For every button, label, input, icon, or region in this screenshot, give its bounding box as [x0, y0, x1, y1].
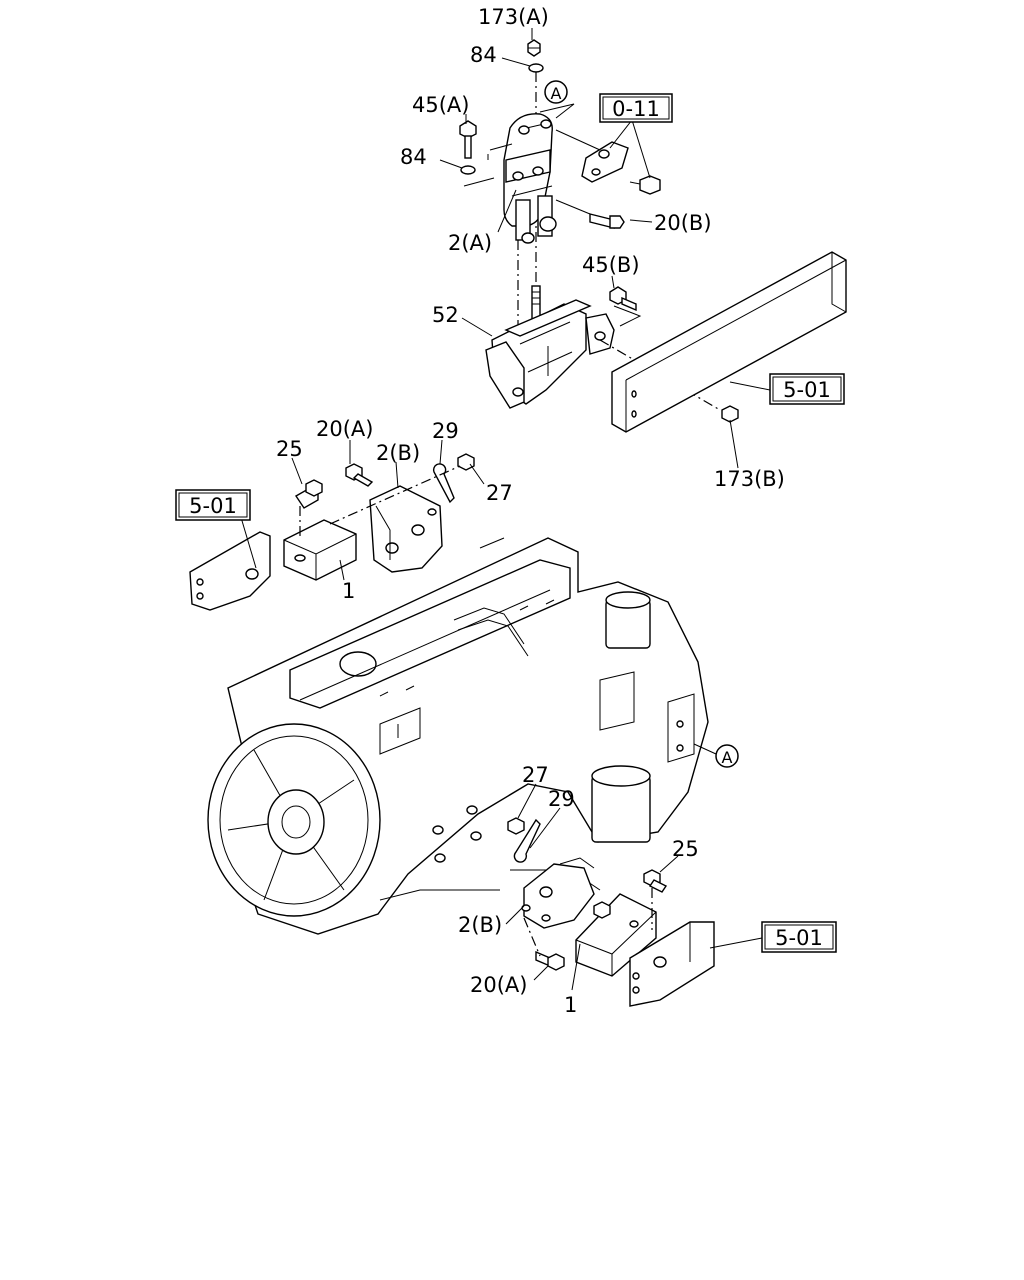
callout-2b-right: 2(B)	[458, 913, 502, 937]
washer-84-left-part	[460, 165, 476, 175]
washer-84-top-part	[528, 63, 544, 73]
callout-20a-right: 20(A)	[470, 973, 527, 997]
callout-labels: 173(A) 84 45(A) 84 2(A) 20(B) 45(B) 52 1…	[276, 5, 785, 1017]
marker-a-top-label: A	[551, 84, 562, 103]
frame-rail-part	[611, 251, 847, 433]
rear-mount-assembly	[459, 39, 847, 433]
callout-29-right: 29	[548, 787, 575, 811]
callout-20b: 20(B)	[654, 211, 712, 235]
callout-27-left: 27	[486, 481, 513, 505]
ref-box-5-01-frame: 5-01	[769, 373, 845, 405]
circle-marker-a-engine: A	[715, 744, 739, 768]
left-front-mount-assembly	[189, 453, 475, 611]
bolt-20a-right-part	[535, 950, 565, 971]
ref-box-5-01-left: 5-01	[175, 489, 251, 521]
bolt-20a-left-part	[345, 463, 374, 487]
callout-1-left: 1	[342, 579, 355, 603]
marker-a-engine-label: A	[722, 748, 733, 767]
nut-27-right-part	[507, 817, 525, 835]
leader-lines	[239, 28, 771, 991]
callout-84-left: 84	[400, 145, 427, 169]
callout-2b-left: 2(B)	[376, 441, 420, 465]
ref-box-0-11: 0-11	[599, 93, 673, 123]
nut-173a-part	[527, 39, 541, 57]
callout-52: 52	[432, 303, 459, 327]
bolt-25-left-part	[295, 479, 323, 509]
ref-5-01-frame-label: 5-01	[783, 378, 831, 402]
mount-52-part	[485, 299, 615, 409]
engine-part	[207, 537, 709, 935]
bolt-25-right-part	[643, 869, 668, 893]
callout-173b: 173(B)	[714, 467, 785, 491]
bolt-45a-part	[459, 120, 477, 159]
ref-5-01-right-label: 5-01	[775, 926, 823, 950]
callout-25-left: 25	[276, 437, 303, 461]
nut-173b-part	[721, 405, 739, 423]
washer-29-right-part	[513, 818, 541, 863]
circle-marker-a-top: A	[544, 80, 568, 104]
callout-25-right: 25	[672, 837, 699, 861]
bracket-2a-part	[503, 113, 557, 244]
callout-45b: 45(B)	[582, 253, 640, 277]
bolt-20b-part	[589, 213, 625, 229]
plate-0-11-part	[581, 141, 661, 195]
callout-2a: 2(A)	[448, 231, 492, 255]
bracket-2b-left-part	[369, 485, 443, 573]
insulator-1-right-part	[575, 893, 657, 977]
bolt-45b-part	[609, 286, 637, 312]
callout-20a-left: 20(A)	[316, 417, 373, 441]
callout-173a: 173(A)	[478, 5, 549, 29]
ref-5-01-left-label: 5-01	[189, 494, 237, 518]
insulator-1-left-part	[283, 519, 357, 581]
callout-1-right: 1	[564, 993, 577, 1017]
washer-29-left-part	[432, 463, 455, 504]
stud-part	[531, 285, 541, 321]
nut-27-left-part	[457, 453, 475, 471]
frame-bracket-left-part	[189, 531, 271, 611]
callout-27-right: 27	[522, 763, 549, 787]
ref-0-11-label: 0-11	[612, 97, 660, 121]
callout-84-top: 84	[470, 43, 497, 67]
bracket-2b-right-part	[521, 857, 595, 929]
callout-29-left: 29	[432, 419, 459, 443]
ref-box-5-01-right: 5-01	[761, 921, 837, 953]
callout-45a: 45(A)	[412, 93, 469, 117]
